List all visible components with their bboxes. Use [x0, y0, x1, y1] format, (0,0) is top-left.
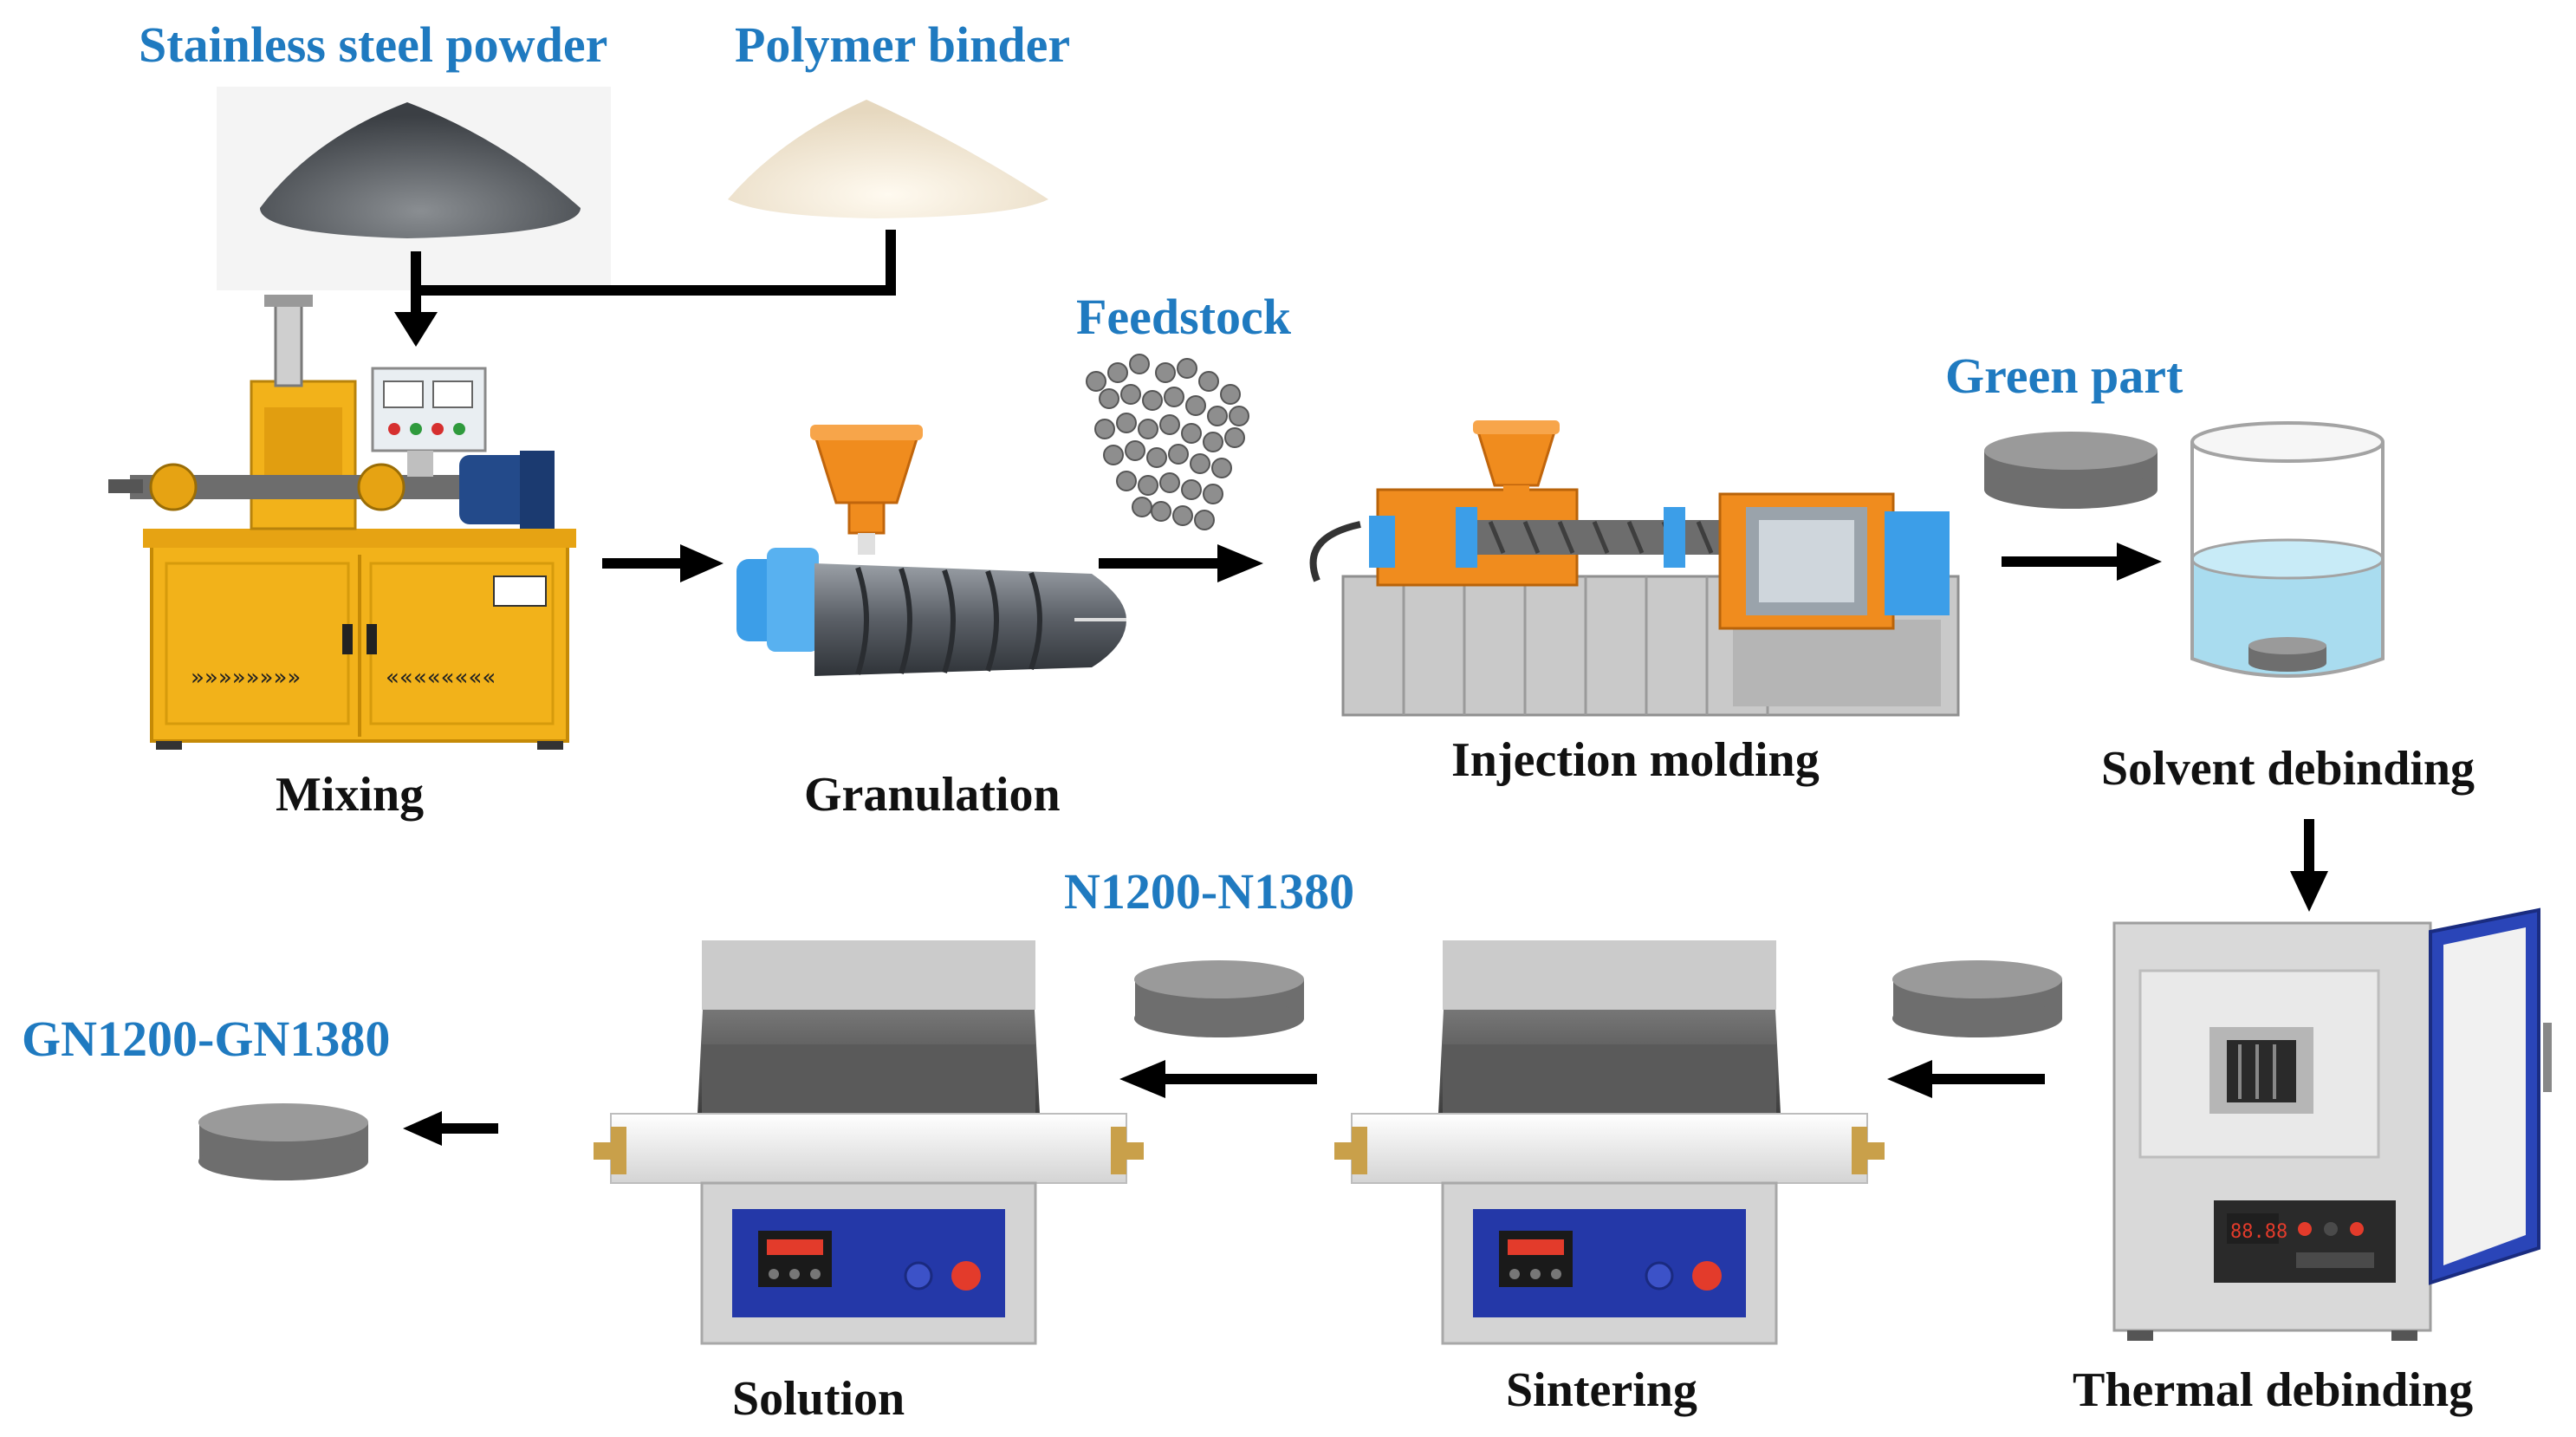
arrow-solution-to-final-icon — [403, 1111, 498, 1146]
arrow-solvent-to-thermal-icon — [2290, 819, 2328, 912]
arrow-sintering-to-solution-icon — [1119, 1060, 1317, 1098]
muffle-furnace-icon: 88.88 — [2112, 907, 2552, 1341]
arrow-thermal-to-sintering-icon — [1887, 1060, 2045, 1098]
tube-furnace-sintering-icon — [1334, 940, 1885, 1345]
part-disc-sintered-icon — [1134, 960, 1304, 1037]
powder-merge-arrow-icon — [394, 230, 896, 347]
part-disc-final-icon — [198, 1103, 368, 1180]
stainless-steel-powder-label: Stainless steel powder — [139, 16, 608, 73]
granulator-screw-icon — [736, 425, 1126, 676]
furnace-readout: 88.88 — [2230, 1221, 2287, 1243]
step-thermal-debinding-label: Thermal debinding — [2073, 1363, 2474, 1417]
step-mixing-label: Mixing — [276, 768, 425, 822]
step-sintering-label: Sintering — [1506, 1363, 1697, 1417]
injection-molding-machine-icon — [1309, 420, 1960, 717]
arrow-mixing-to-granulation-icon — [602, 544, 723, 582]
arrow-granulation-to-injection-icon — [1099, 544, 1263, 582]
part-disc-before-sintering-icon — [1892, 960, 2062, 1037]
feedstock-label: Feedstock — [1076, 289, 1292, 345]
polymer-binder-icon — [728, 100, 1048, 218]
step-solution-label: Solution — [732, 1372, 905, 1426]
step-injection-molding-label: Injection molding — [1451, 733, 1820, 787]
solvent-beaker-icon — [2190, 421, 2385, 678]
tube-furnace-solution-icon — [594, 940, 1144, 1345]
polymer-binder-label: Polymer binder — [735, 16, 1071, 73]
n-range-label: N1200-N1380 — [1064, 863, 1355, 920]
green-part-label: Green part — [1945, 348, 2183, 404]
svg-text:»»»»»»»»: »»»»»»»» — [191, 665, 301, 691]
step-solvent-debinding-label: Solvent debinding — [2101, 742, 2475, 796]
arrow-green-part-to-solvent-icon — [2002, 543, 2162, 581]
green-part-disc-icon — [1984, 432, 2157, 509]
gn-range-label: GN1200-GN1380 — [22, 1011, 391, 1067]
svg-text:««««««««: «««««««« — [386, 665, 496, 691]
step-granulation-label: Granulation — [804, 768, 1061, 822]
feedstock-pellets-icon — [1086, 354, 1249, 530]
mixer-machine-icon: »»»»»»»» «««««««« — [108, 295, 576, 750]
